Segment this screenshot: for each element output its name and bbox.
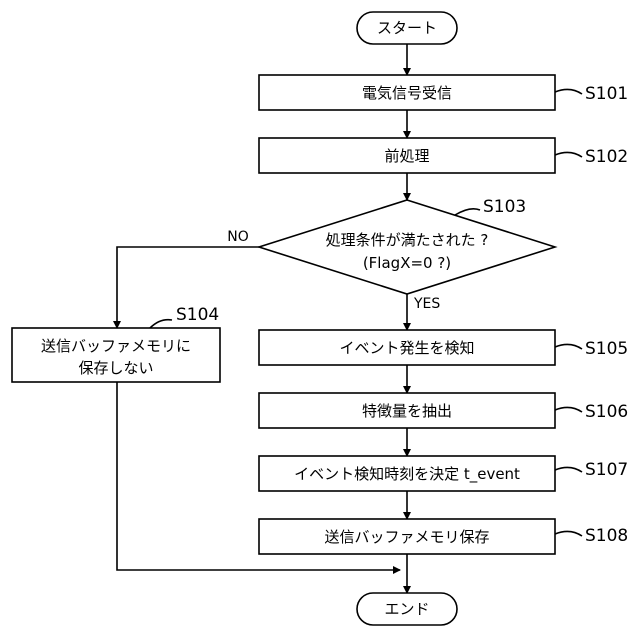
s104-label-line2: 保存しない [78, 359, 153, 377]
no-label: NO [227, 229, 249, 245]
s104-step: S104 [176, 305, 219, 325]
s103-leader [455, 209, 480, 215]
s106-step: S106 [585, 402, 628, 422]
start-label: スタート [377, 19, 437, 37]
s108-step: S108 [585, 526, 628, 546]
s103-label-line2: (FlagX=0 ?) [363, 254, 451, 272]
s103-step: S103 [483, 197, 526, 217]
s104-leader [150, 320, 172, 328]
s102-leader [555, 152, 582, 157]
s102-label: 前処理 [384, 147, 429, 165]
end-label: エンド [384, 600, 429, 618]
s108-leader [555, 531, 582, 536]
s106-leader [555, 407, 582, 412]
s101-leader [555, 89, 582, 94]
s106-label: 特徴量を抽出 [362, 402, 452, 420]
yes-label: YES [413, 296, 440, 312]
s105-leader [555, 344, 582, 349]
s105-label: イベント発生を検知 [339, 339, 474, 357]
s101-label: 電気信号受信 [362, 84, 452, 102]
s107-leader [555, 467, 582, 472]
s107-label: イベント検知時刻を決定 t_event [294, 465, 520, 484]
s104-label-line1: 送信バッファメモリに [41, 337, 191, 355]
s101-step: S101 [585, 84, 628, 104]
s107-step: S107 [585, 460, 628, 480]
s105-step: S105 [585, 339, 628, 359]
s108-label: 送信バッファメモリ保存 [324, 528, 489, 546]
s103-label-line1: 処理条件が満たされた ? [326, 231, 489, 249]
s102-step: S102 [585, 147, 628, 167]
